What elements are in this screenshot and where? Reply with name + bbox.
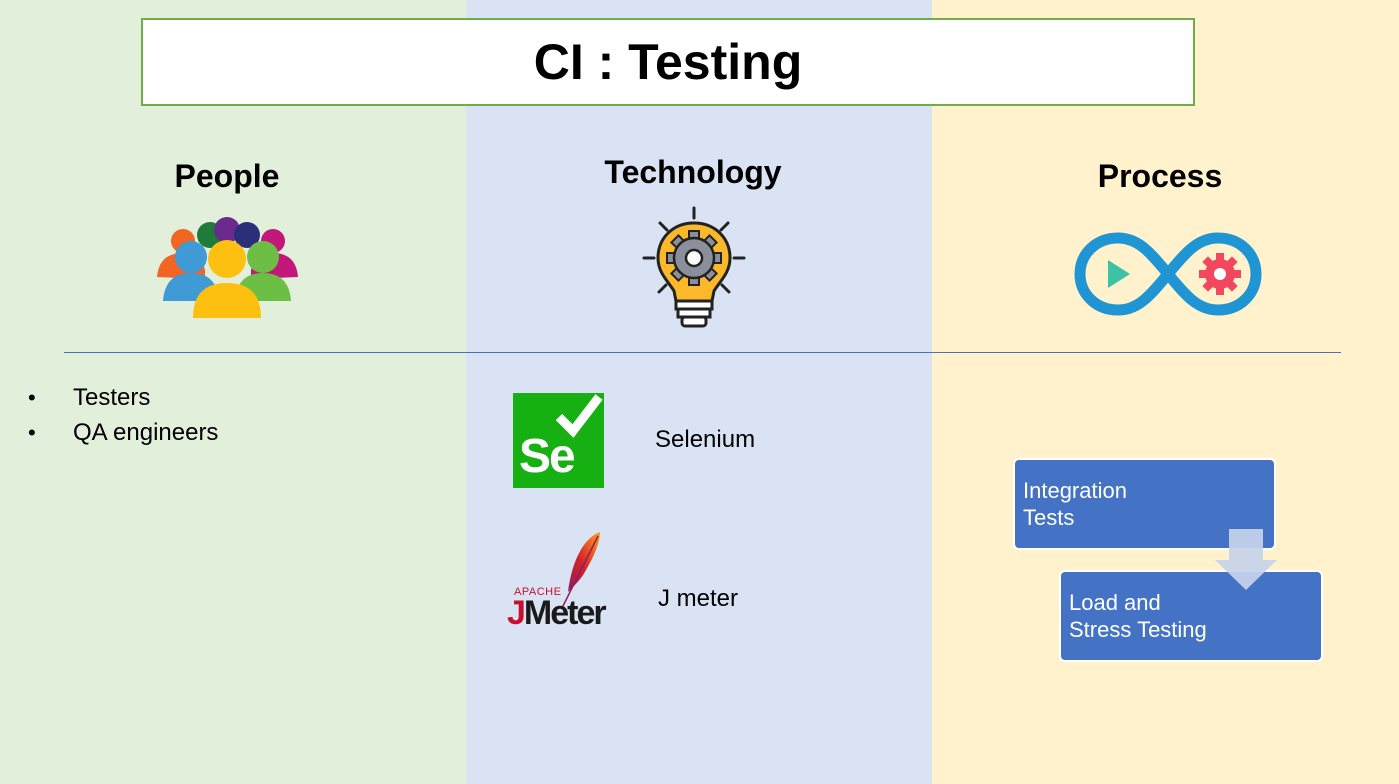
integration-tests-step: Integration Tests — [1013, 458, 1276, 550]
down-arrow-icon — [1215, 529, 1277, 590]
people-list: • Testers • QA engineers — [28, 380, 218, 450]
feather-icon — [561, 532, 600, 609]
bullet-icon: • — [28, 385, 36, 410]
load-stress-testing-step: Load and Stress Testing — [1059, 570, 1323, 662]
technology-column — [466, 0, 932, 784]
step-label-line1: Integration — [1023, 478, 1127, 503]
people-group-icon — [157, 217, 298, 318]
jmeter-logo-wordmark: JMeter — [507, 594, 607, 633]
step-label-line2: Stress Testing — [1069, 617, 1207, 642]
jmeter-logo-apache: APACHE — [514, 586, 562, 598]
jmeter-label: J meter — [658, 585, 739, 612]
selenium-logo: Se — [513, 393, 604, 488]
title-box: CI : Testing — [141, 18, 1195, 106]
process-heading: Process — [1097, 158, 1223, 194]
selenium-logo-text: Se — [519, 430, 576, 483]
lightbulb-gear-icon — [642, 206, 746, 328]
devops-infinity-icon — [1074, 232, 1262, 316]
page-title: CI : Testing — [533, 34, 803, 90]
list-item: • QA engineers — [28, 415, 218, 450]
process-column — [932, 0, 1399, 784]
list-item: • Testers — [28, 380, 218, 415]
jmeter-logo-rest: Meter — [523, 594, 607, 632]
jmeter-logo-j: J — [507, 594, 526, 632]
checkmark-icon — [555, 394, 603, 438]
list-item-label: QA engineers — [73, 419, 219, 446]
bullet-icon: • — [28, 420, 36, 445]
section-divider — [64, 352, 1341, 353]
people-heading: People — [174, 158, 280, 194]
list-item-label: Testers — [73, 384, 151, 411]
jmeter-logo: APACHE JMeter — [505, 530, 615, 635]
technology-heading: Technology — [604, 154, 782, 190]
people-column — [0, 0, 466, 784]
step-label-line2: Tests — [1023, 505, 1075, 530]
selenium-label: Selenium — [655, 426, 756, 453]
step-label-line1: Load and — [1069, 590, 1161, 615]
